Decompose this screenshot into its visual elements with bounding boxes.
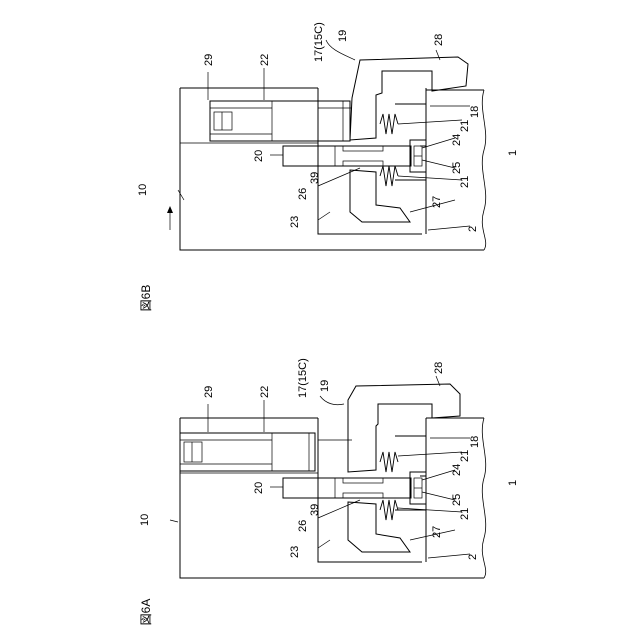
label-10: 10: [137, 184, 149, 196]
spring-21-upper: [380, 114, 398, 134]
label-26: 26: [297, 520, 309, 532]
pusher-22: [180, 433, 315, 471]
label-18: 18: [469, 436, 481, 448]
break-line: [482, 90, 485, 250]
figure-caption: 図6B: [139, 285, 153, 312]
figure-6b: 図6B: [137, 22, 519, 311]
arrow-10-head: [167, 206, 173, 213]
label-18: 18: [469, 106, 481, 118]
label-22: 22: [259, 54, 271, 66]
label-39: 39: [309, 504, 321, 516]
break-line: [482, 418, 485, 578]
pusher-22: [210, 101, 350, 141]
label-20: 20: [253, 150, 265, 162]
block-23: [318, 440, 422, 562]
label-27: 27: [431, 526, 443, 538]
label-1: 1: [507, 480, 519, 486]
label-17: 17(15C): [297, 358, 309, 398]
label-22: 22: [259, 386, 271, 398]
label-39: 39: [309, 172, 321, 184]
label-2: 2: [467, 226, 479, 232]
label-21-upper: 21: [459, 120, 471, 132]
label-21-upper: 21: [459, 450, 471, 462]
label-20: 20: [253, 482, 265, 494]
leader-lines: [170, 376, 470, 558]
nut-24: [410, 472, 426, 504]
arm-19-lower: [350, 170, 410, 222]
label-19: 19: [319, 380, 331, 392]
label-27: 27: [431, 196, 443, 208]
figure-6a: 図6A: [139, 358, 519, 625]
label-29: 29: [203, 386, 215, 398]
figure-caption: 図6A: [139, 599, 153, 626]
label-17: 17(15C): [313, 22, 325, 62]
arm-19-28: [348, 384, 460, 472]
bracket-27: [395, 180, 426, 232]
spring-21-upper: [380, 452, 398, 472]
label-19: 19: [337, 30, 349, 42]
label-1: 1: [507, 150, 519, 156]
label-25: 25: [451, 494, 463, 506]
arm-19-28: [350, 57, 468, 140]
shaft-20: [283, 478, 411, 498]
label-23: 23: [289, 216, 301, 228]
label-21-lower: 21: [459, 176, 471, 188]
nut-24: [410, 140, 426, 172]
label-24: 24: [451, 134, 463, 146]
label-28: 28: [433, 34, 445, 46]
label-28: 28: [433, 362, 445, 374]
label-29: 29: [203, 54, 215, 66]
label-23: 23: [289, 546, 301, 558]
label-26: 26: [297, 188, 309, 200]
label-2: 2: [467, 554, 479, 560]
block-23: [318, 108, 422, 234]
label-24: 24: [451, 464, 463, 476]
label-21-lower: 21: [459, 508, 471, 520]
label-10: 10: [139, 514, 151, 526]
label-25: 25: [451, 162, 463, 174]
spring-21-lower: [380, 166, 398, 186]
shaft-20: [283, 146, 411, 166]
